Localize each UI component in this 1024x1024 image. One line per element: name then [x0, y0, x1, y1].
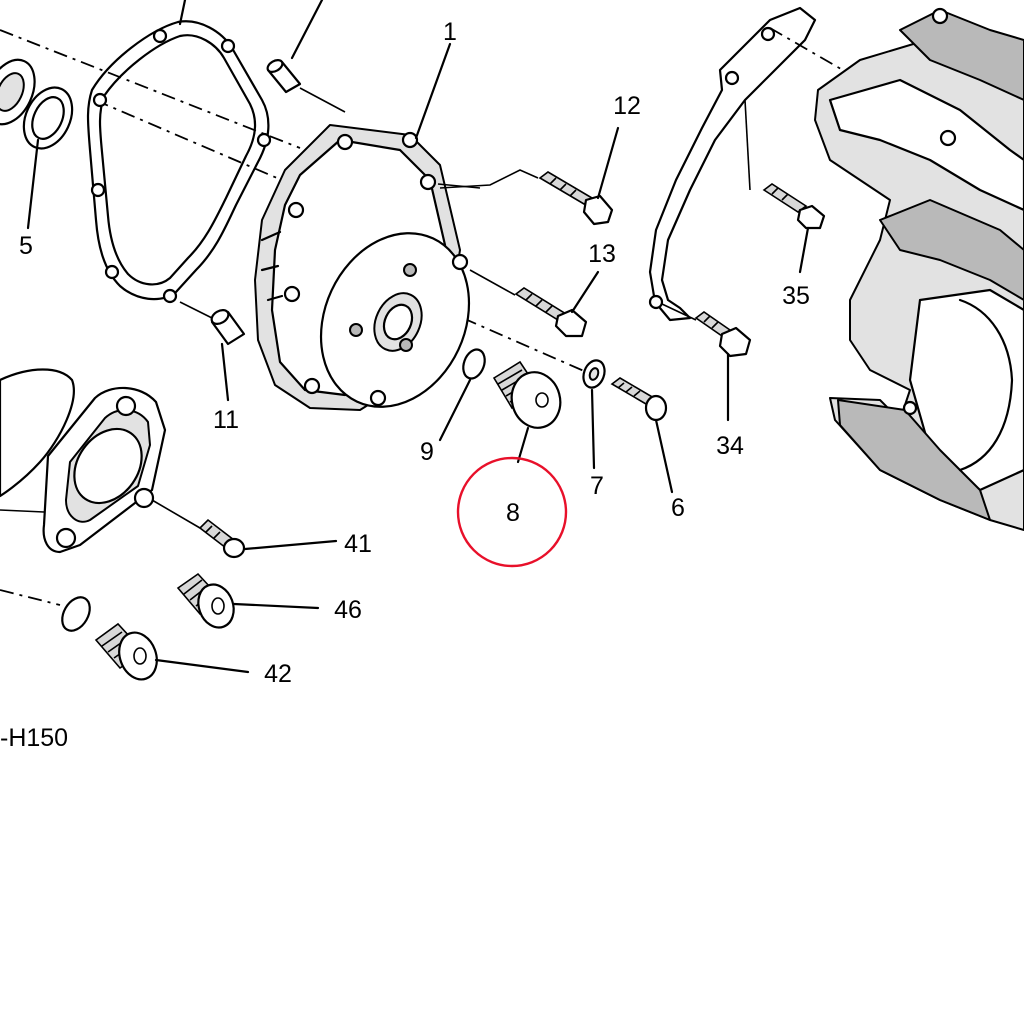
callout-6: 6 [671, 494, 685, 522]
gasket [86, 0, 272, 304]
bolt-35-part [762, 183, 826, 274]
washer-part [582, 359, 606, 470]
callout-labels: 1 5 6 7 8 9 11 12 13 34 35 41 42 46 -H15… [0, 18, 810, 752]
highlight-circle [456, 456, 568, 568]
o-ring-left-part [61, 596, 91, 632]
dowel-pin-top [266, 0, 346, 113]
callout-13: 13 [588, 240, 616, 268]
callout-12: 12 [613, 92, 641, 120]
callout-9: 9 [420, 438, 434, 466]
diagram-code: -H150 [0, 724, 68, 752]
callout-35: 35 [782, 282, 810, 310]
callout-42: 42 [264, 660, 292, 688]
pump-cover-part [0, 368, 167, 554]
callout-34: 34 [716, 432, 744, 460]
oil-seal-part [0, 58, 74, 230]
o-ring-part [438, 348, 486, 442]
plug-46-part [176, 572, 320, 629]
callout-46: 46 [334, 596, 362, 624]
leader-lines [437, 183, 481, 189]
sprocket-cover-part [648, 6, 817, 322]
callout-41: 41 [344, 530, 372, 558]
bolt-13-part [469, 269, 600, 338]
plug-part [492, 360, 562, 464]
bolt-41-part [151, 499, 338, 559]
callout-5: 5 [19, 232, 33, 260]
callout-11: 11 [213, 406, 239, 434]
bolt-12-part [439, 126, 620, 226]
callout-1: 1 [443, 18, 457, 46]
callout-8: 8 [506, 499, 520, 527]
generator-cover-part [254, 42, 471, 411]
bolt-6-part [610, 377, 674, 494]
plug-42-part [94, 622, 250, 681]
dowel-pin-part [179, 301, 246, 402]
callout-7: 7 [590, 472, 604, 500]
crankcase-part [814, 7, 1024, 531]
bolt-34-part [661, 303, 752, 422]
